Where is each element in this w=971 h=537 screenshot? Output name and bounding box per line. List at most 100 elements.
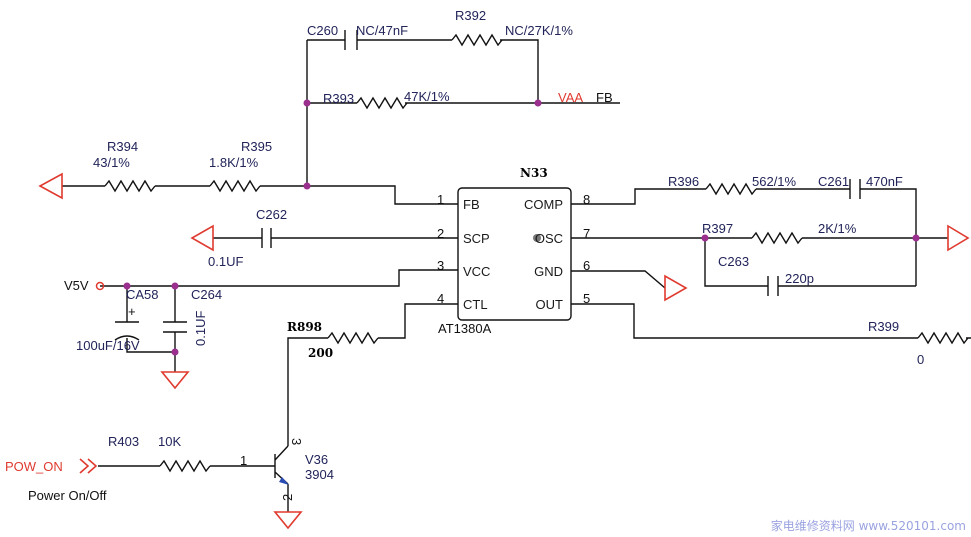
component-labels: C260 NC/47nF R392 NC/27K/1% R393 47K/1% … <box>76 8 924 449</box>
ic-part-label: AT1380A <box>438 321 492 336</box>
ground-arrow-down-icon <box>273 511 303 530</box>
junction-dot <box>303 99 311 107</box>
ic-n33: FB SCP VCC CTL COMP OSC GND OUT 1 2 3 4 … <box>437 166 590 336</box>
resistor-r396 <box>705 183 757 195</box>
capacitor-c260-symbol <box>344 30 358 50</box>
ground-arrow-left-icon <box>38 172 63 200</box>
ic-pin-name: VCC <box>463 264 490 279</box>
ground-arrow-left-icon <box>190 224 214 252</box>
junctions <box>95 99 920 356</box>
ic-pin-number: 1 <box>437 192 444 207</box>
resistor-r898 <box>327 332 379 344</box>
component-value: 562/1% <box>752 174 797 189</box>
component-ref: R399 <box>868 319 899 334</box>
component-value: 3904 <box>305 467 334 482</box>
ic-pin-name: SCP <box>463 231 490 246</box>
junction-dot <box>534 99 542 107</box>
resistor-r393 <box>356 97 408 109</box>
component-ref: R393 <box>323 91 354 106</box>
pin-number: 1 <box>240 453 247 468</box>
emitter-arrow-icon <box>279 477 289 485</box>
ic-pin-number: 5 <box>583 291 590 306</box>
component-ref: R403 <box>108 434 139 449</box>
component-ref: R898 <box>287 320 322 334</box>
ic-pin-number: 7 <box>583 226 590 241</box>
component-ref: C264 <box>191 287 222 302</box>
pin-number: 3 <box>289 438 304 445</box>
component-ref: R394 <box>107 139 138 154</box>
component-value: 470nF <box>866 174 903 189</box>
ic-pin-name: GND <box>534 264 563 279</box>
net-label-v5v: V5V <box>64 278 89 293</box>
junction-dot <box>912 234 920 242</box>
net-label-fb: FB <box>596 90 613 105</box>
component-value: 200 <box>308 346 333 360</box>
ic-pin-number: 2 <box>437 226 444 241</box>
component-ref: C260 <box>307 23 338 38</box>
component-value: 2K/1% <box>818 221 857 236</box>
watermark: 家电维修资料网 www.520101.com <box>771 518 966 533</box>
capacitor-c264-symbol <box>163 321 187 333</box>
ic-pin-name: COMP <box>524 197 563 212</box>
junction-dot <box>303 182 311 190</box>
v5v-terminal <box>95 281 105 291</box>
resistor-r403 <box>159 460 211 472</box>
ic-pin-number: 3 <box>437 258 444 273</box>
component-value: NC/27K/1% <box>505 23 573 38</box>
ic-pin-name: OSC <box>535 231 563 246</box>
component-value: 10K <box>158 434 181 449</box>
component-value: NC/47nF <box>356 23 408 38</box>
wires <box>62 39 971 512</box>
capacitor-ca58-symbol <box>114 321 140 341</box>
ic-pin-name: OUT <box>536 297 564 312</box>
component-value: 43/1% <box>93 155 130 170</box>
component-value: 1.8K/1% <box>209 155 259 170</box>
transistor-v36: 1 3 2 V36 3904 <box>240 438 334 501</box>
net-label-vaa: VAA <box>558 90 583 105</box>
resistor-r394 <box>104 180 156 192</box>
component-value: 0.1UF <box>193 311 208 346</box>
ic-pin-number: 6 <box>583 258 590 273</box>
net-label-pow-on: POW_ON <box>5 459 63 474</box>
polarity-mark: + <box>128 304 136 319</box>
component-value: 220p <box>785 271 814 286</box>
component-ref: R397 <box>702 221 733 236</box>
component-value: 47K/1% <box>404 89 450 104</box>
junction-dot <box>123 282 131 290</box>
pin1-marker-icon <box>533 234 541 242</box>
component-ref: R392 <box>455 8 486 23</box>
ic-body <box>457 187 572 321</box>
component-ref: R395 <box>241 139 272 154</box>
component-ref: C261 <box>818 174 849 189</box>
junction-dot <box>171 348 179 356</box>
component-value: 0.1UF <box>208 254 243 269</box>
component-ref: R396 <box>668 174 699 189</box>
capacitor-c262-symbol <box>261 228 272 248</box>
capacitor-c263-symbol <box>767 276 779 296</box>
resistor-r399 <box>917 332 969 344</box>
component-ref: C263 <box>718 254 749 269</box>
net-labels: VAA FB V5V POW_ON Power On/Off <box>5 90 613 503</box>
ic-pin-name: CTL <box>463 297 488 312</box>
ic-pin-name: FB <box>463 197 480 212</box>
junction-dot <box>171 282 179 290</box>
pow-on-description: Power On/Off <box>28 488 107 503</box>
component-ref: C262 <box>256 207 287 222</box>
ic-ref-label: N33 <box>520 166 548 180</box>
pin-number: 2 <box>280 494 295 501</box>
ports <box>38 172 970 530</box>
ic-pin-number: 4 <box>437 291 444 306</box>
component-value: 0 <box>917 352 924 367</box>
capacitor-c261-symbol <box>849 179 861 199</box>
ic-pin-number: 8 <box>583 192 590 207</box>
resistor-r397 <box>751 232 803 244</box>
ground-arrow-down-icon <box>160 371 190 390</box>
ground-arrow-right-icon <box>664 274 688 302</box>
resistor-r395 <box>209 180 261 192</box>
junction-dot <box>701 234 709 242</box>
component-value: 100uF/16V <box>76 338 140 353</box>
capacitors <box>114 30 861 341</box>
output-arrow-right-icon <box>947 224 970 252</box>
pow-on-input-arrow-icon <box>79 458 98 474</box>
